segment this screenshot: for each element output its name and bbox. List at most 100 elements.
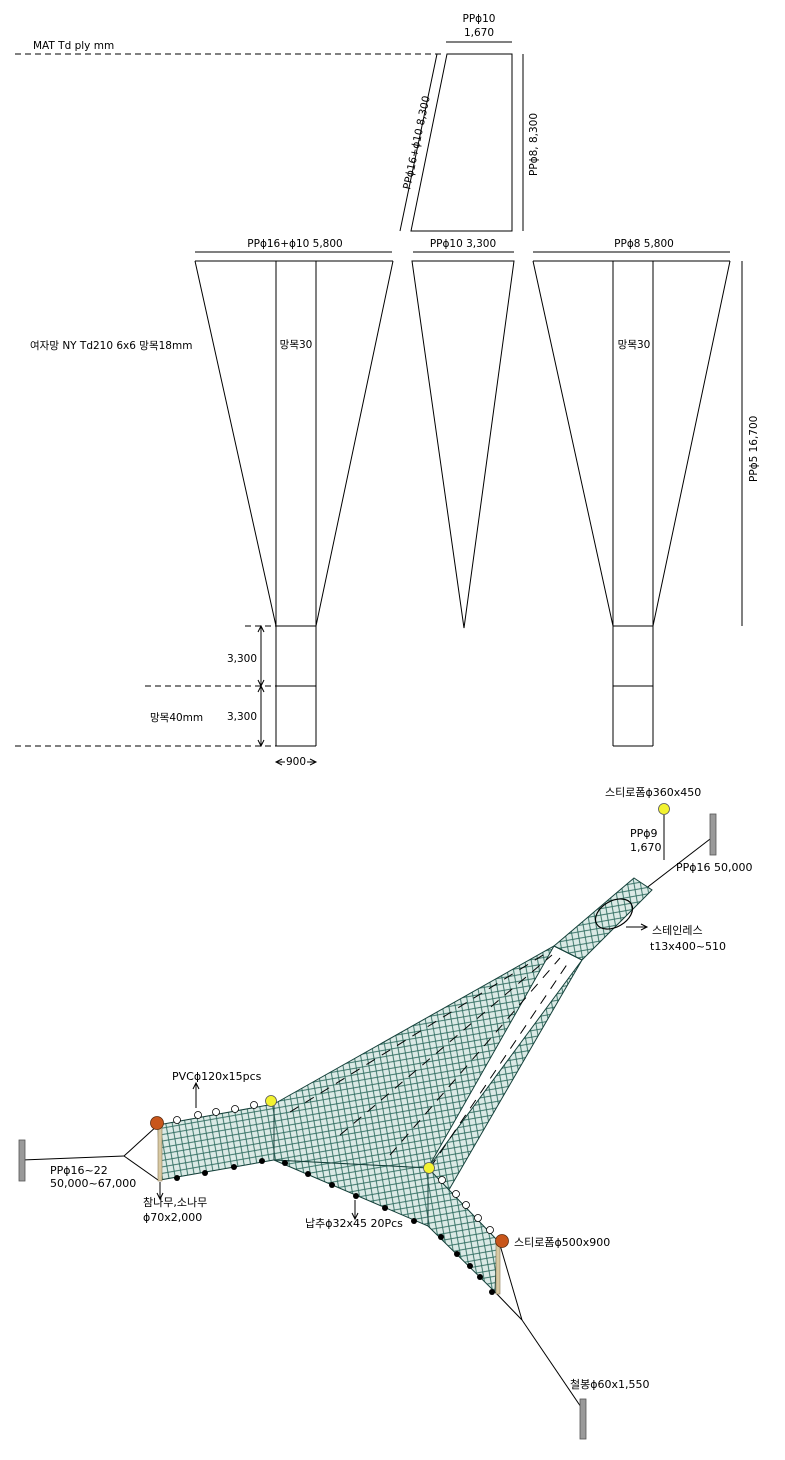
top-stake bbox=[709, 813, 717, 856]
width-dim-label: 900 bbox=[286, 756, 306, 768]
sinker bbox=[411, 1218, 417, 1224]
cod-end-net bbox=[553, 877, 653, 961]
top-panel-right-label: PPϕ8, 8,300 bbox=[528, 113, 540, 176]
steel-bar-label: 철봉ϕ60x1,550 bbox=[570, 1378, 650, 1391]
pvc-arrowhead bbox=[192, 1081, 200, 1090]
top-anchor-rope bbox=[635, 835, 715, 897]
left-orange-buoy bbox=[150, 1116, 164, 1130]
top-panel-label-1: PPϕ10 bbox=[463, 13, 496, 25]
pp16-label: PPϕ16 50,000 bbox=[676, 861, 753, 874]
stainless-ring bbox=[594, 898, 634, 930]
left-bridle-top bbox=[123, 1124, 159, 1157]
sinker bbox=[477, 1274, 483, 1280]
wood-arrowhead bbox=[156, 1192, 164, 1201]
sinker bbox=[174, 1175, 180, 1181]
inner-line-4 bbox=[429, 959, 571, 1169]
wood-label-a: 참나무,소나무 bbox=[143, 1196, 207, 1209]
stainless-label-b: t13x400~510 bbox=[650, 940, 726, 953]
right-bridle-b bbox=[494, 1291, 523, 1321]
top-panel: PPϕ10 1,670 PPϕ16+ϕ10 8,300 PPϕ8, 8,300 bbox=[399, 13, 540, 232]
pp9-label-b: 1,670 bbox=[630, 841, 662, 854]
dim-label-b: 3,300 bbox=[227, 711, 257, 723]
right-anchor-rope bbox=[521, 1319, 584, 1411]
left-wood-pole bbox=[157, 1124, 163, 1182]
panel-left-mesh-label: 망목30 bbox=[280, 339, 313, 351]
top-panel-label-2: 1,670 bbox=[464, 27, 494, 39]
panel-left: PPϕ16+ϕ10 5,800 망목30 bbox=[194, 238, 394, 747]
pvc-float bbox=[462, 1201, 470, 1209]
dim-arrowheads-2 bbox=[257, 684, 265, 748]
pvc-float bbox=[231, 1105, 239, 1113]
dim-label-a: 3,300 bbox=[227, 653, 257, 665]
panel-middle-top-label: PPϕ10 3,300 bbox=[430, 238, 496, 250]
sinker bbox=[438, 1234, 444, 1240]
pvc-float bbox=[250, 1101, 258, 1109]
sinker bbox=[282, 1160, 288, 1166]
inner-line-3 bbox=[389, 957, 561, 1156]
sinker bbox=[353, 1193, 359, 1199]
panel-right-taper bbox=[532, 260, 731, 627]
pvc-floats bbox=[173, 1101, 494, 1234]
top-panel-left-label: PPϕ16+ϕ10 8,300 bbox=[401, 95, 433, 191]
rope-left-label-a: PPϕ16~22 bbox=[50, 1164, 108, 1177]
buoy-top-label: 스티로폼ϕ360x450 bbox=[605, 786, 701, 799]
bottom-dimensions: 3,300 3,300 망목40mm 900 bbox=[15, 624, 318, 768]
left-yellow-float bbox=[265, 1095, 277, 1107]
sinker bbox=[329, 1182, 335, 1188]
left-stake bbox=[18, 1139, 26, 1182]
right-bridle-a bbox=[499, 1244, 523, 1321]
sinker bbox=[259, 1158, 265, 1164]
width-dim-bg bbox=[285, 755, 307, 768]
pvc-float bbox=[452, 1190, 460, 1198]
perspective-drawing: 스티로폼ϕ360x450 PPϕ9 1,670 PPϕ16 50,000 스테인… bbox=[18, 786, 753, 1440]
right-orange-buoy bbox=[495, 1234, 509, 1248]
panel-right-mesh-label: 망목30 bbox=[618, 339, 651, 351]
rope-left-label-b: 50,000~67,000 bbox=[50, 1177, 136, 1190]
top-yellow-buoy bbox=[658, 803, 670, 815]
left-note: 여자망 NY Td210 6x6 망목18mm bbox=[30, 340, 192, 352]
right-stake bbox=[579, 1398, 587, 1440]
plan-drawing: MAT Td ply mm PPϕ10 1,670 PPϕ16+ϕ10 8,30… bbox=[15, 13, 760, 768]
panel-left-taper bbox=[194, 260, 394, 627]
top-panel-left-dim-line bbox=[399, 53, 438, 232]
pp9-label-a: PPϕ9 bbox=[630, 827, 658, 840]
pvc-float bbox=[173, 1116, 181, 1124]
pvc-float bbox=[212, 1108, 220, 1116]
width-dim-arrowheads bbox=[274, 758, 318, 766]
sinker bbox=[231, 1164, 237, 1170]
sinker bbox=[489, 1289, 495, 1295]
center-yellow-float bbox=[423, 1162, 435, 1174]
sinker bbox=[382, 1205, 388, 1211]
pvc-float bbox=[474, 1214, 482, 1222]
sinker bbox=[202, 1170, 208, 1176]
pvc-float bbox=[438, 1176, 446, 1184]
right-wood-pole bbox=[495, 1241, 501, 1295]
panel-right: PPϕ8 5,800 망목30 PPϕ5 16,700 bbox=[532, 238, 760, 747]
panel-right-top-label: PPϕ8 5,800 bbox=[614, 238, 674, 250]
sinker-label: 납추ϕ32x45 20Pcs bbox=[305, 1217, 403, 1230]
sinker bbox=[305, 1171, 311, 1177]
right-dim-label: PPϕ5 16,700 bbox=[748, 416, 760, 482]
top-panel-shape bbox=[410, 53, 513, 232]
panel-left-top-label: PPϕ16+ϕ10 5,800 bbox=[247, 238, 342, 250]
pvc-float bbox=[486, 1226, 494, 1234]
wood-label-b: ϕ70x2,000 bbox=[143, 1211, 202, 1224]
header-note: MAT Td ply mm bbox=[33, 40, 114, 52]
panel-middle-triangle bbox=[411, 260, 515, 629]
inner-line-1 bbox=[289, 951, 549, 1113]
sinkers bbox=[174, 1158, 495, 1295]
sinker-arrowhead bbox=[351, 1212, 359, 1221]
stainless-arrowhead bbox=[640, 923, 649, 931]
net-seam-3 bbox=[553, 945, 583, 961]
left-bridle-bottom bbox=[123, 1155, 159, 1181]
pvc-float bbox=[194, 1111, 202, 1119]
buoy-big-label: 스티로폼ϕ500x900 bbox=[514, 1236, 610, 1249]
left-anchor-rope bbox=[21, 1155, 125, 1161]
mesh-40-label: 망목40mm bbox=[150, 712, 203, 724]
sinker bbox=[467, 1263, 473, 1269]
pvc-label: PVCϕ120x15pcs bbox=[172, 1070, 262, 1083]
stainless-label-a: 스테인레스 bbox=[652, 924, 703, 937]
panel-middle: PPϕ10 3,300 bbox=[411, 238, 515, 629]
sinker bbox=[454, 1251, 460, 1257]
